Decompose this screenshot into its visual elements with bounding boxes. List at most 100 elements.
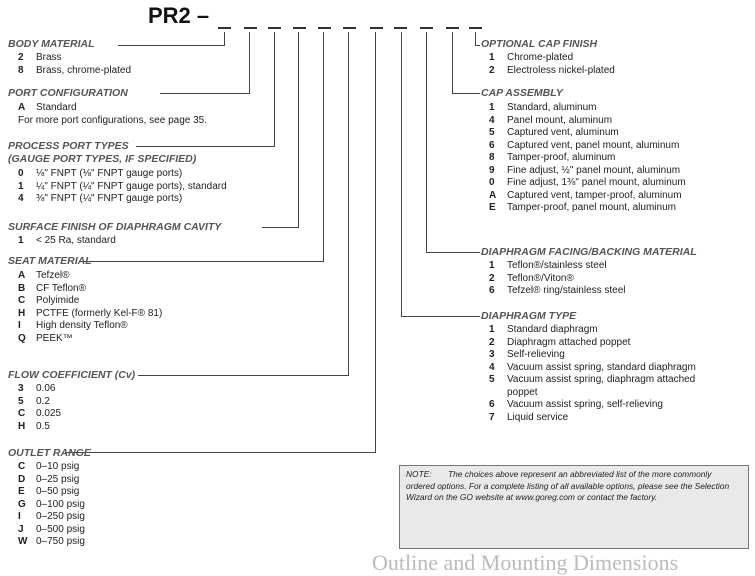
option-code: C xyxy=(18,408,26,419)
option-label: Diaphragm attached poppet xyxy=(507,336,631,348)
option-label: Fine adjust, ½" panel mount, aluminum xyxy=(507,164,681,176)
footer-heading-partial: Outline and Mounting Dimensions xyxy=(372,550,679,575)
option-code: J xyxy=(18,523,24,535)
connector-horizontal xyxy=(65,452,376,454)
option-label: ⅛" FNPT (⅛" FNPT gauge ports) xyxy=(36,168,183,179)
option-label: poppet xyxy=(507,386,538,398)
note-text: The choices above represent an abbreviat… xyxy=(406,469,730,502)
option-label: High density Teflon® xyxy=(36,320,128,331)
option-code: D xyxy=(18,473,26,485)
option-label: 0.025 xyxy=(36,408,62,419)
option-label: Tefzel® ring/stainless steel xyxy=(507,285,626,296)
option-label: Vacuum assist spring, self-relieving xyxy=(507,399,663,410)
option-code: H xyxy=(18,420,26,432)
connector-vertical xyxy=(475,32,477,45)
option-code: 7 xyxy=(489,411,495,423)
option-label: Brass, chrome-plated xyxy=(36,64,132,76)
option-code: 1 xyxy=(489,324,495,335)
connector-vertical xyxy=(426,32,428,252)
option-code: 6 xyxy=(489,285,495,296)
body-material-heading: BODY MATERIAL xyxy=(8,38,95,50)
option-code: 4 xyxy=(489,114,495,126)
option-code: 2 xyxy=(489,272,495,284)
option-code: 9 xyxy=(489,164,495,176)
option-code: 2 xyxy=(18,52,24,63)
option-code: Q xyxy=(18,332,26,344)
connector-vertical xyxy=(224,32,226,45)
option-label: Captured vent, tamper-proof, aluminum xyxy=(507,189,682,201)
seat-material-heading: SEAT MATERIAL xyxy=(8,255,92,267)
option-label: Captured vent, aluminum xyxy=(507,127,619,138)
option-label: Tamper-proof, aluminum xyxy=(507,152,616,163)
option-code: C xyxy=(18,461,26,472)
option-label: 0.2 xyxy=(36,395,50,407)
option-code: 5 xyxy=(18,395,24,407)
part-number-slot xyxy=(293,27,306,29)
part-number-slot xyxy=(394,27,407,29)
option-label: 0.06 xyxy=(36,383,56,394)
option-label: Standard xyxy=(36,102,77,113)
part-number-slot xyxy=(370,27,383,29)
option-code: 6 xyxy=(489,399,495,410)
option-code: W xyxy=(18,536,28,547)
option-code: 4 xyxy=(18,193,24,204)
connector-vertical xyxy=(348,32,350,375)
option-code: 1 xyxy=(489,52,495,63)
part-number-slot xyxy=(318,27,331,29)
option-label: PEEK™ xyxy=(36,332,73,344)
option-code: 3 xyxy=(489,349,495,360)
option-label: Electroless nickel-plated xyxy=(507,64,615,76)
option-label: Teflon®/stainless steel xyxy=(507,260,607,271)
option-label: Polyimide xyxy=(36,295,80,306)
option-code: E xyxy=(18,486,25,497)
option-code: 3 xyxy=(18,383,24,394)
port-configuration-heading: PORT CONFIGURATION xyxy=(8,87,128,99)
connector-vertical xyxy=(452,32,454,93)
option-code: 0 xyxy=(489,177,495,188)
option-label: Tefzel® xyxy=(36,270,70,281)
outlet-range-heading: OUTLET RANGE xyxy=(8,447,91,459)
option-code: A xyxy=(18,102,26,113)
diaphragm-facing-heading: DIAPHRAGM FACING/BACKING MATERIAL xyxy=(481,246,697,258)
option-code: 1 xyxy=(18,235,24,246)
connector-vertical xyxy=(323,32,325,261)
connector-horizontal xyxy=(136,146,275,148)
option-label: CF Teflon® xyxy=(36,282,86,294)
connector-vertical xyxy=(298,32,300,227)
connector-horizontal xyxy=(475,45,480,47)
connector-vertical xyxy=(249,32,251,93)
connector-horizontal xyxy=(452,93,480,95)
process-port-types-heading: PROCESS PORT TYPES xyxy=(8,140,129,152)
connector-horizontal xyxy=(118,45,225,47)
option-label: Liquid service xyxy=(507,411,569,423)
note-box: NOTE: The choices above represent an abb… xyxy=(399,465,749,549)
option-label: ¼" FNPT (¼" FNPT gauge ports), standard xyxy=(36,180,227,192)
option-label: Vacuum assist spring, standard diaphragm xyxy=(507,361,696,373)
part-number-slot xyxy=(420,27,433,29)
option-label: 0.5 xyxy=(36,420,50,432)
connector-vertical xyxy=(401,32,403,316)
option-label: PCTFE (formerly Kel-F® 81) xyxy=(36,307,163,319)
option-code: 1 xyxy=(489,102,495,113)
option-label: Standard, aluminum xyxy=(507,102,597,113)
process-port-types-subheading: (GAUGE PORT TYPES, IF SPECIFIED) xyxy=(8,153,197,165)
option-code: 5 xyxy=(489,374,495,385)
option-code: 8 xyxy=(18,64,24,76)
diaphragm-type-heading: DIAPHRAGM TYPE xyxy=(481,310,577,322)
option-label: Captured vent, panel mount, aluminum xyxy=(507,139,680,151)
connector-horizontal xyxy=(84,261,324,263)
option-label: 0–10 psig xyxy=(36,461,80,472)
option-code: E xyxy=(489,202,496,213)
connector-horizontal xyxy=(138,375,349,377)
connector-horizontal xyxy=(426,252,480,254)
option-label: Brass xyxy=(36,52,62,63)
option-code: 2 xyxy=(489,336,495,348)
part-number-title: PR2 – xyxy=(148,3,210,28)
part-number-slot xyxy=(268,27,281,29)
option-label: Fine adjust, 1⅜" panel mount, aluminum xyxy=(507,177,686,188)
option-code: I xyxy=(18,511,21,522)
option-label: 0–50 psig xyxy=(36,486,80,497)
option-code: H xyxy=(18,307,26,319)
option-code: C xyxy=(18,295,26,306)
option-label: 0–250 psig xyxy=(36,511,85,522)
